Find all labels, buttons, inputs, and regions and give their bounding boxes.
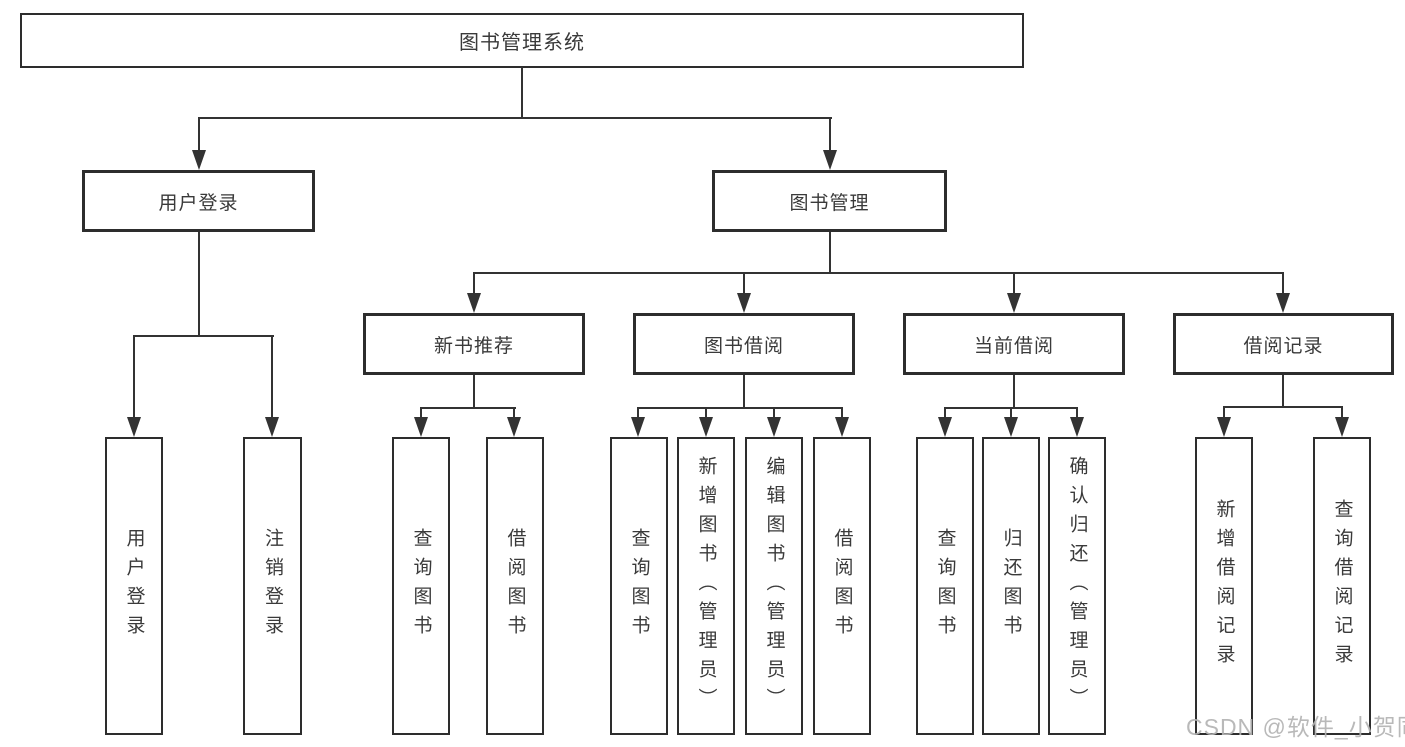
node-new-book-recommend: 新书推荐 <box>363 313 585 375</box>
connector-line <box>637 407 639 419</box>
connector-line <box>133 335 274 337</box>
arrowhead-icon <box>1070 417 1084 437</box>
connector-line <box>829 117 831 152</box>
leaf-return-books: 归还图书 <box>982 437 1040 735</box>
connector-line <box>473 272 475 295</box>
connector-line <box>1076 407 1078 419</box>
arrowhead-icon <box>1276 293 1290 313</box>
leaf-query-books: 查询图书 <box>610 437 668 735</box>
connector-line <box>198 117 832 119</box>
arrowhead-icon <box>265 417 279 437</box>
arrowhead-icon <box>938 417 952 437</box>
leaf-user-login: 用户登录 <box>105 437 163 735</box>
leaf-add-borrow-record: 新增借阅记录 <box>1195 437 1253 735</box>
node-label: 归还图书 <box>1000 528 1022 644</box>
node-label: 借阅图书 <box>504 528 526 644</box>
leaf-borrow-books: 借阅图书 <box>486 437 544 735</box>
node-book-management: 图书管理 <box>712 170 947 232</box>
connector-line <box>1282 272 1284 295</box>
node-book-borrowing: 图书借阅 <box>633 313 855 375</box>
connector-line <box>513 407 515 419</box>
leaf-confirm-return-admin: 确认归还（管理员） <box>1048 437 1106 735</box>
leaf-edit-books-admin: 编辑图书（管理员） <box>745 437 803 735</box>
leaf-query-books: 查询图书 <box>916 437 974 735</box>
arrowhead-icon <box>835 417 849 437</box>
leaf-query-borrow-record: 查询借阅记录 <box>1313 437 1371 735</box>
connector-line <box>743 375 745 409</box>
node-current-borrowing: 当前借阅 <box>903 313 1125 375</box>
arrowhead-icon <box>1004 417 1018 437</box>
node-label: 图书借阅 <box>703 335 784 357</box>
arrowhead-icon <box>737 293 751 313</box>
node-label: 新书推荐 <box>433 335 514 357</box>
connector-line <box>1282 375 1284 408</box>
connector-line <box>473 375 475 409</box>
node-label: 用户登录 <box>158 192 239 214</box>
connector-line <box>1223 406 1225 419</box>
node-label: 新增图书（管理员） <box>695 455 717 717</box>
node-label: 编辑图书（管理员） <box>763 455 785 717</box>
arrowhead-icon <box>1007 293 1021 313</box>
arrowhead-icon <box>1217 417 1231 437</box>
node-label: 新增借阅记录 <box>1213 499 1235 673</box>
connector-line <box>473 272 1284 274</box>
connector-line <box>198 117 200 152</box>
arrowhead-icon <box>699 417 713 437</box>
leaf-add-books-admin: 新增图书（管理员） <box>677 437 735 735</box>
connector-line <box>1013 375 1015 409</box>
connector-line <box>271 335 273 419</box>
connector-line <box>1223 406 1343 408</box>
node-label: 用户登录 <box>123 528 145 644</box>
connector-line <box>829 232 831 274</box>
connector-line <box>198 232 200 337</box>
node-label: 查询图书 <box>410 528 432 644</box>
node-label: 借阅图书 <box>831 528 853 644</box>
connector-line <box>743 272 745 295</box>
node-borrowing-records: 借阅记录 <box>1173 313 1394 375</box>
node-label: 查询借阅记录 <box>1331 499 1353 673</box>
csdn-watermark: CSDN @软件_小贺同学 <box>1186 714 1405 740</box>
node-label: 注销登录 <box>262 528 283 644</box>
arrowhead-icon <box>192 150 206 170</box>
connector-line <box>944 407 946 419</box>
connector-line <box>420 407 422 419</box>
leaf-query-books: 查询图书 <box>392 437 450 735</box>
connector-line <box>841 407 843 419</box>
connector-line <box>521 67 523 118</box>
connector-line <box>773 407 775 419</box>
connector-line <box>133 335 135 419</box>
leaf-borrow-books: 借阅图书 <box>813 437 871 735</box>
connector-line <box>1013 272 1015 295</box>
node-label: 图书管理 <box>789 192 870 214</box>
arrowhead-icon <box>507 417 521 437</box>
connector-line <box>420 407 516 409</box>
node-label: 图书管理系统 <box>459 32 585 54</box>
node-label: 借阅记录 <box>1243 335 1324 357</box>
node-user-login: 用户登录 <box>82 170 315 232</box>
node-label: 确认归还（管理员） <box>1066 455 1088 717</box>
arrowhead-icon <box>467 293 481 313</box>
connector-line <box>637 407 843 409</box>
node-label: 查询图书 <box>934 528 956 644</box>
arrowhead-icon <box>631 417 645 437</box>
node-library-management-system: 图书管理系统 <box>20 13 1024 68</box>
connector-line <box>705 407 707 419</box>
arrowhead-icon <box>414 417 428 437</box>
arrowhead-icon <box>127 417 141 437</box>
arrowhead-icon <box>823 150 837 170</box>
arrowhead-icon <box>767 417 781 437</box>
leaf-logout: 注销登录 <box>243 437 302 735</box>
connector-line <box>1010 407 1012 419</box>
arrowhead-icon <box>1335 417 1349 437</box>
node-label: 当前借阅 <box>973 335 1054 357</box>
connector-line <box>1341 406 1343 419</box>
node-label: 查询图书 <box>628 528 650 644</box>
